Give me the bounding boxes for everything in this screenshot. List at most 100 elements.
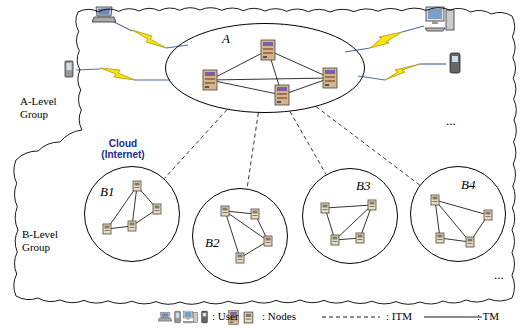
group-name: B1: [100, 185, 114, 199]
itm-link: [290, 112, 326, 175]
wireless-link: [135, 79, 170, 80]
server-icon: [153, 204, 161, 214]
group-circle: B1: [84, 166, 180, 262]
server-icon: [128, 221, 136, 231]
group-outline: [302, 168, 398, 264]
user-icon: [202, 311, 208, 323]
itm-link: [164, 110, 227, 179]
user-icon: [92, 7, 116, 22]
group-outline: [303, 169, 398, 264]
user-icon: [425, 7, 454, 31]
server-icon: [275, 85, 289, 105]
server-icon: [103, 40, 492, 263]
group-label: A-Level Group: [20, 95, 64, 120]
ellipsis: ...: [494, 268, 504, 283]
server-icon: [368, 200, 376, 210]
user-icon: [175, 311, 181, 322]
server-icon: [331, 235, 339, 245]
group-name: A: [222, 32, 230, 46]
group-name: B3: [356, 179, 370, 193]
mesh-link: [435, 200, 470, 242]
server-icon: [264, 236, 272, 246]
lightning-bolt: [370, 32, 402, 48]
legend-text: : User: [212, 310, 239, 322]
server-icon: [236, 253, 244, 263]
itm-link: [316, 107, 420, 185]
server-icon: [244, 312, 253, 323]
lightning-bolt: [385, 64, 420, 80]
mesh-link: [225, 211, 255, 214]
server-icon: [436, 233, 444, 243]
wireless-link: [345, 48, 370, 52]
server-icon: [203, 70, 217, 90]
group-circle: B3: [302, 168, 398, 264]
legend-sample: [229, 311, 253, 325]
group-outline: [410, 166, 506, 262]
mesh-link: [132, 186, 137, 226]
user-icon: [65, 7, 460, 77]
group-outline: [84, 166, 180, 262]
user-icon: [158, 312, 172, 321]
mesh-link: [225, 211, 268, 241]
lightning-bolt: [132, 30, 166, 48]
wireless-link: [76, 69, 100, 70]
server-icon: [133, 181, 141, 191]
group-outline: [193, 189, 288, 284]
wireless-link: [420, 63, 446, 64]
server-icon: [323, 68, 337, 88]
group-circle: B2: [192, 188, 288, 284]
mesh-link: [440, 238, 470, 242]
legend-sample: [424, 317, 482, 318]
server-icon: [103, 224, 111, 234]
mesh-link: [435, 200, 488, 215]
group-outline: [166, 24, 365, 113]
legend-text: : TM: [477, 310, 499, 322]
dashed-line-sample: [322, 317, 380, 318]
user-icon: [65, 61, 73, 77]
group-outline: [165, 23, 365, 113]
cloud-outline: [14, 8, 516, 305]
server-icon: [321, 203, 329, 213]
mesh-link: [107, 50, 488, 258]
mesh-link: [325, 205, 372, 208]
group-circle: B4: [410, 166, 506, 262]
mesh-link: [225, 211, 240, 258]
server-icon: [466, 237, 474, 247]
cloud-label: Cloud (Internet): [94, 138, 152, 160]
mesh-link: [210, 80, 282, 95]
solid-line-sample: [424, 317, 482, 318]
mesh-link: [210, 50, 268, 80]
itm-link: [247, 113, 258, 189]
server-icon: [431, 195, 439, 205]
group-outline: [192, 188, 288, 284]
cloud-region: Cloud (Internet) A B1 B2 B3 B4: [4, 2, 520, 308]
group-outline: [411, 167, 506, 262]
group-name: B4: [461, 178, 475, 192]
cloud-outline: [4, 2, 520, 308]
mesh-link: [335, 205, 372, 240]
group-ellipse: A: [165, 23, 365, 113]
mesh-link: [210, 78, 330, 80]
ellipsis: ...: [446, 114, 456, 129]
wireless-link: [358, 76, 385, 80]
lightning-bolt: [100, 68, 135, 80]
group-label: B-Level Group: [22, 228, 66, 253]
user-icon: [450, 53, 460, 73]
group-outline: [85, 167, 180, 262]
server-icon: [229, 311, 239, 325]
legend-text: : Nodes: [262, 310, 296, 322]
legend-text: : ITM: [386, 310, 412, 322]
wireless-link: [76, 22, 446, 80]
mesh-link: [268, 50, 330, 78]
legend-sample: [158, 311, 207, 323]
server-icon: [221, 206, 229, 216]
legend-sample: [322, 317, 380, 318]
server-icon: [251, 209, 259, 219]
server-icon: [356, 233, 364, 243]
